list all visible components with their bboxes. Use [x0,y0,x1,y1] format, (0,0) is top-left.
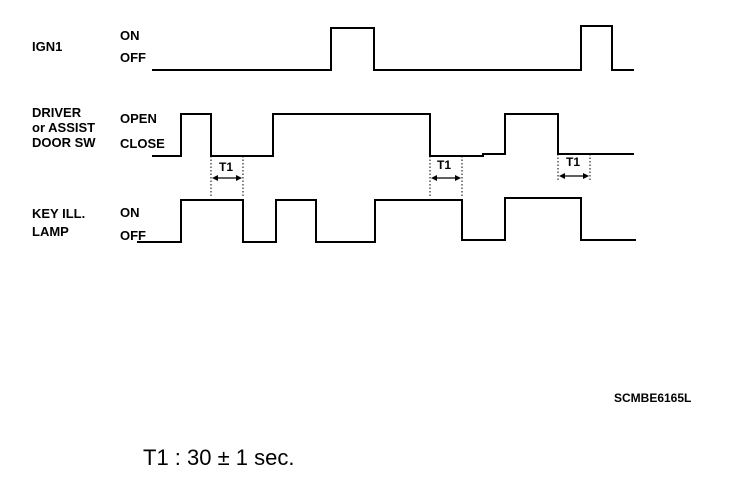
t1-marker-group: T1 T1 T1 [210,154,591,198]
door-sw-name-line1: DRIVER [32,105,82,120]
ign1-signal: IGN1 ON OFF [32,25,634,71]
ign1-waveform [152,25,634,71]
ign1-state-off: OFF [120,50,146,65]
t1-marker-3: T1 [557,154,591,180]
door-sw-state-close: CLOSE [120,136,165,151]
key-lamp-waveform [137,197,636,243]
t1-label: T1 [437,158,451,172]
t1-marker-2: T1 [429,155,463,198]
t1-arrowhead-right [583,173,589,179]
t1-arrowhead-right [455,175,461,181]
key-lamp-name-line1: KEY ILL. [32,206,85,221]
key-lamp-signal: KEY ILL. LAMP ON OFF [32,197,636,243]
door-sw-state-open: OPEN [120,111,157,126]
figure-code: SCMBE6165L [614,391,691,405]
t1-label: T1 [566,155,580,169]
t1-arrowhead-left [212,175,218,181]
timing-footnote: T1 : 30 ± 1 sec. [143,445,294,470]
key-lamp-state-off: OFF [120,228,146,243]
t1-arrowhead-right [236,175,242,181]
t1-arrowhead-left [431,175,437,181]
ign1-state-on: ON [120,28,140,43]
t1-arrowhead-left [559,173,565,179]
door-sw-name-line3: DOOR SW [32,135,96,150]
door-switch-signal: DRIVER or ASSIST DOOR SW OPEN CLOSE [32,105,634,157]
door-sw-waveform [152,113,634,157]
t1-marker-1: T1 [210,155,244,198]
t1-label: T1 [219,160,233,174]
ign1-name: IGN1 [32,39,62,54]
key-lamp-name-line2: LAMP [32,224,69,239]
key-lamp-state-on: ON [120,205,140,220]
door-sw-name-line2: or ASSIST [32,120,95,135]
